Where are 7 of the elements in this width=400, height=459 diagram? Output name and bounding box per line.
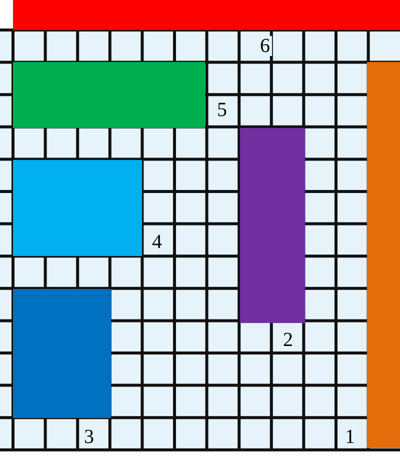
rectangle-block (13, 289, 111, 418)
rectangle-block (13, 160, 142, 256)
rectangle-block (240, 128, 305, 323)
rectangle-block (13, 62, 205, 128)
callout-number: 6 (258, 36, 272, 56)
rectangle-block (367, 62, 400, 448)
rectangle-block (13, 0, 400, 30)
